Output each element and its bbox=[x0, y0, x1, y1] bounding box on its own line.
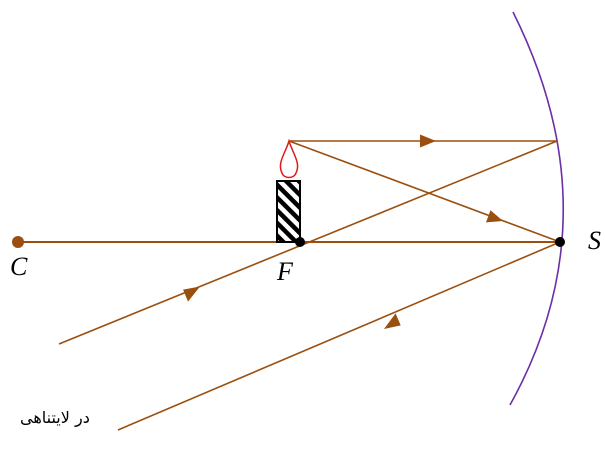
center-of-curvature-point bbox=[12, 236, 24, 248]
ray-arrowhead bbox=[486, 210, 503, 223]
ray-arrowhead bbox=[384, 313, 401, 329]
candle-flame bbox=[279, 138, 299, 179]
vertex-point bbox=[555, 237, 565, 247]
focus-label: F bbox=[276, 257, 294, 286]
ray-vertex-reflected bbox=[117, 241, 561, 431]
ray-arrowhead bbox=[420, 134, 436, 148]
ray-arrowhead bbox=[183, 286, 200, 302]
ray-parallel-reflected bbox=[58, 140, 558, 345]
vertex-label: S bbox=[588, 226, 601, 255]
concave-mirror bbox=[509, 11, 565, 406]
focus-point bbox=[295, 237, 305, 247]
center-of-curvature-label: C bbox=[10, 252, 28, 281]
infinity-note: در لایتناهی bbox=[20, 408, 90, 428]
candle bbox=[276, 180, 301, 243]
ray-vertex-incident bbox=[288, 140, 561, 243]
